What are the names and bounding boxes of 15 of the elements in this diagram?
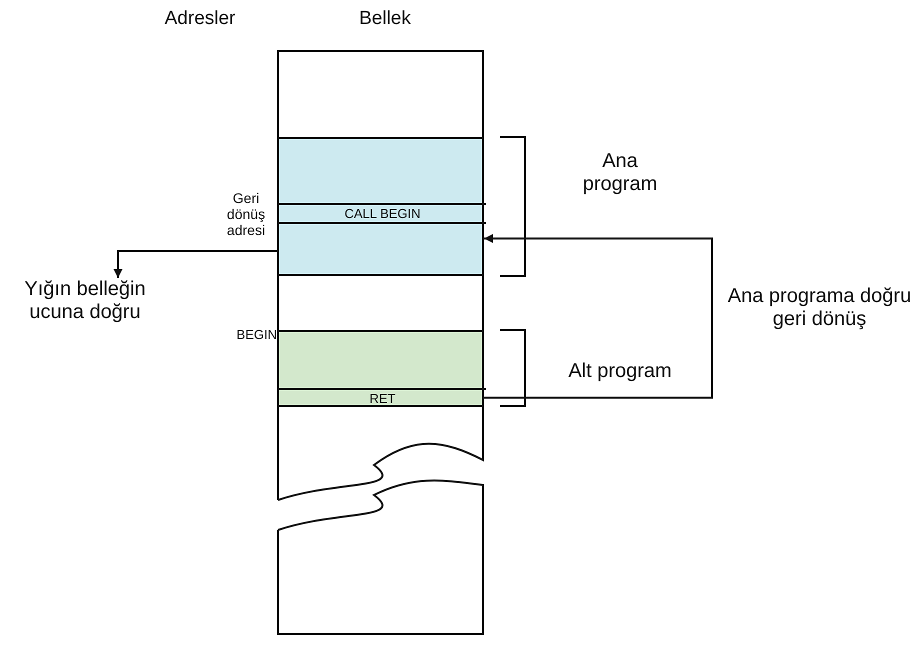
program-block <box>277 330 484 407</box>
arrow <box>484 234 713 399</box>
program-block <box>277 137 484 276</box>
edge-label: Ana programa doğru geri dönüş <box>726 285 912 331</box>
section-label: Ana program <box>582 150 658 196</box>
memory-column <box>277 50 484 635</box>
address-label: BEGIN <box>236 328 277 343</box>
column-heading: Adresler <box>164 8 236 30</box>
edge-label: Geri dönüş adresi <box>226 190 266 238</box>
column-heading: Bellek <box>358 8 412 30</box>
note-text: Yığın belleğin ucuna doğru <box>10 278 160 358</box>
section-label: Alt program <box>567 360 673 383</box>
arrow <box>114 250 277 278</box>
memory-row: CALL BEGIN <box>279 203 486 224</box>
memory-row: RET <box>279 388 486 409</box>
